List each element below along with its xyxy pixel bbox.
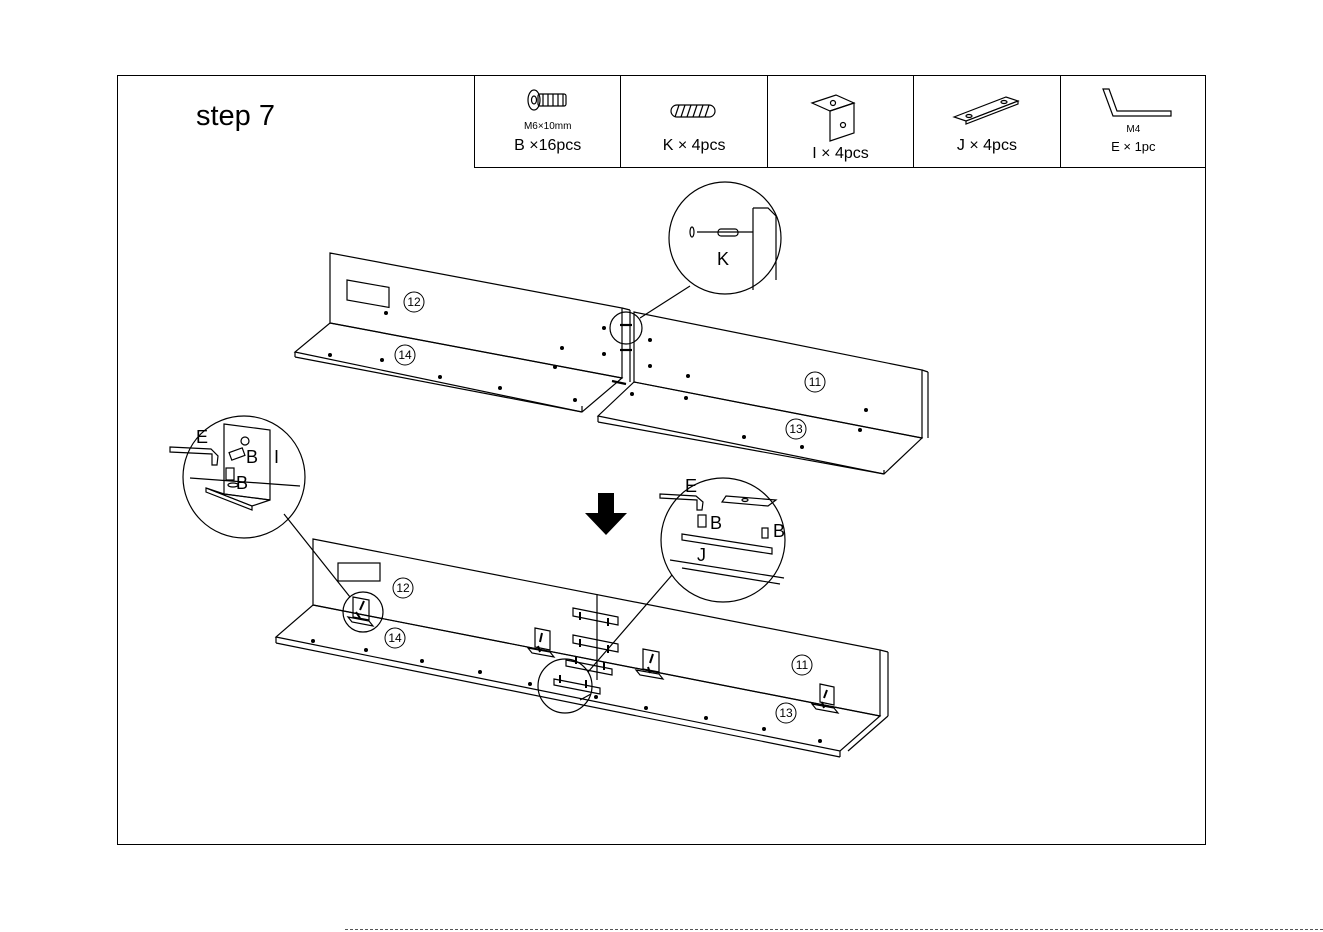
panel-number-13-bottom: 13 [779,706,793,720]
panel-number-14-bottom: 14 [388,631,402,645]
bottom-shelf [276,539,888,757]
allen-key-label-right: E [685,476,697,496]
plate-label: J [697,545,706,565]
panel-number-12-bottom: 12 [396,581,410,595]
labels: K E B I B E B B J [196,249,785,565]
bracket-label: I [274,447,279,467]
bottom-brackets [348,597,838,713]
panel-number-11-bottom: 11 [796,658,809,672]
top-right-shelf [598,312,928,474]
footer-rule [345,929,1323,930]
panel-number-12-top: 12 [407,295,421,309]
bolt-label-right-b: B [773,521,785,541]
top-holes [328,311,868,449]
top-left-shelf [295,253,630,412]
bolt-label-left-bottom: B [236,473,248,493]
panel-number-13-top: 13 [789,422,803,436]
down-arrow-icon [585,493,627,535]
dowel-label: K [717,249,729,269]
allen-key-label-left: E [196,427,208,447]
bolt-label-left-top: B [246,447,258,467]
panel-number-14-top: 14 [398,348,412,362]
bolt-label-right-a: B [710,513,722,533]
panel-number-11-top: 11 [809,375,822,389]
dowel-callout [610,182,781,344]
